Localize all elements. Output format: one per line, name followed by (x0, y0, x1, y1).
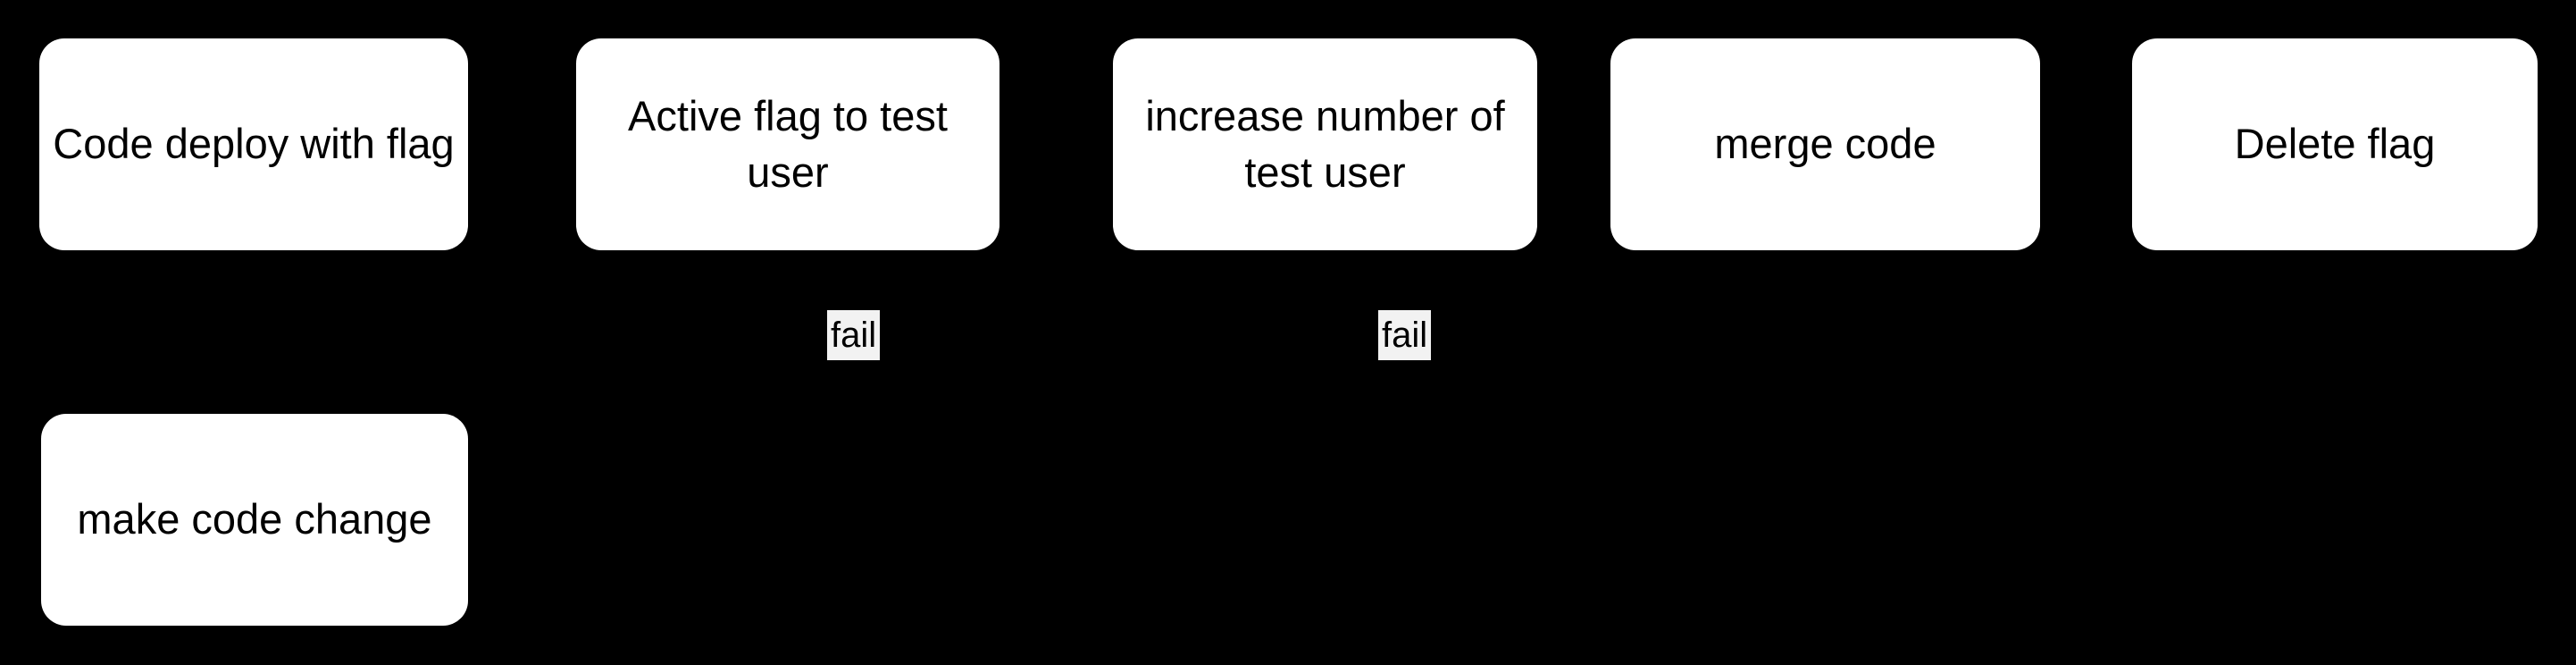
node-delete-flag: Delete flag (2132, 38, 2538, 250)
edge-label-fail-2: fail (1378, 310, 1432, 360)
node-label: increase number of test user (1145, 92, 1505, 196)
node-label: Code deploy with flag (53, 120, 455, 168)
node-label: make code change (77, 495, 432, 543)
node-code-deploy-with-flag: Code deploy with flag (39, 38, 468, 250)
node-increase-number-of-test-user: increase number of test user (1113, 38, 1537, 250)
node-label: merge code (1714, 120, 1936, 168)
node-merge-code: merge code (1610, 38, 2040, 250)
edge-label-fail-1: fail (827, 310, 881, 360)
node-label: Delete flag (2234, 120, 2436, 168)
node-make-code-change: make code change (41, 414, 468, 626)
node-active-flag-to-test-user: Active flag to test user (576, 38, 999, 250)
node-label: Active flag to test user (628, 92, 948, 196)
